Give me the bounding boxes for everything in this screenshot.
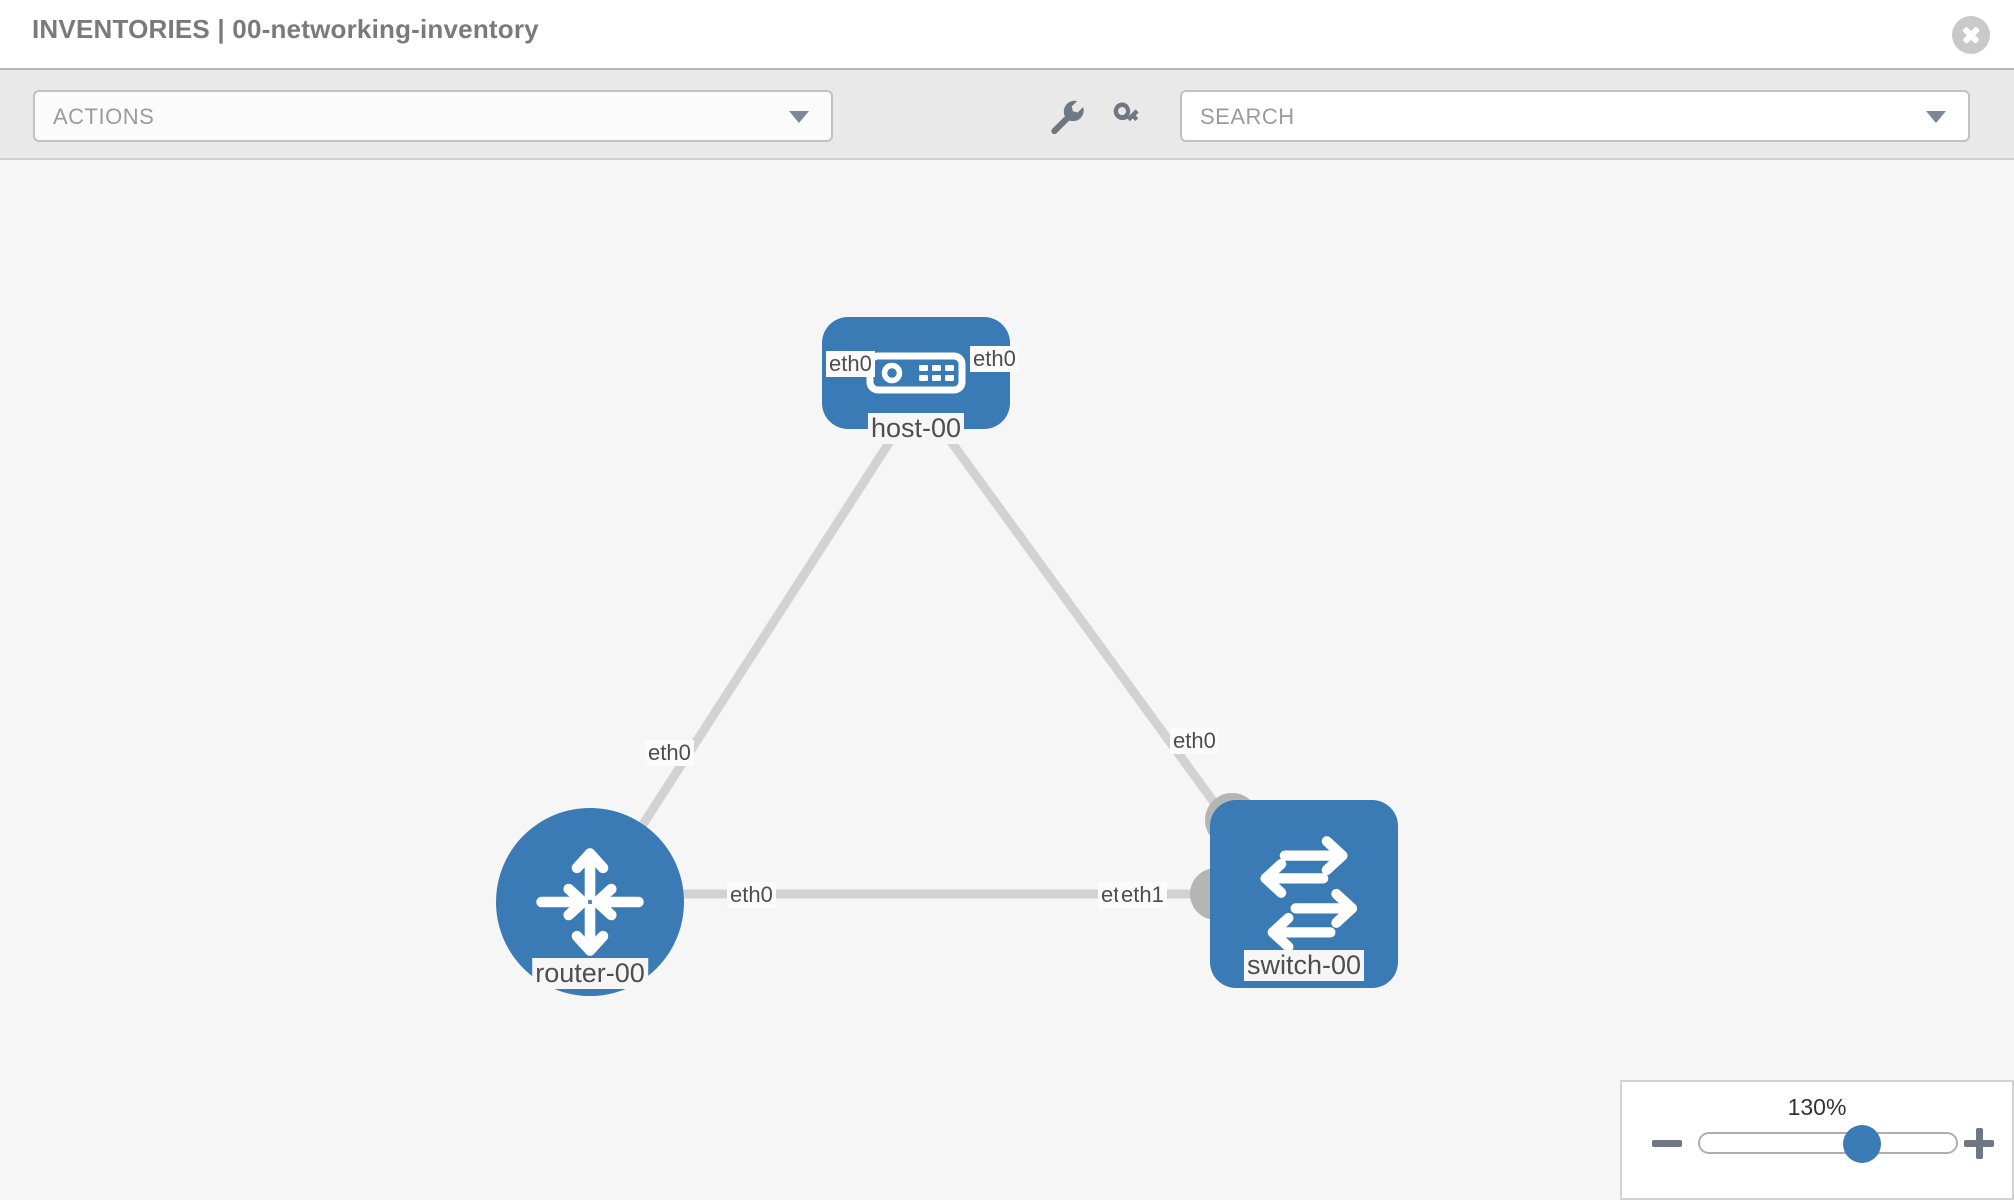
edge-label-router-eth0-right[interactable]: eth0 bbox=[727, 882, 776, 908]
minus-icon[interactable] bbox=[1650, 1126, 1684, 1160]
actions-dropdown[interactable]: ACTIONS bbox=[33, 90, 833, 142]
link-host-switch[interactable] bbox=[940, 429, 1260, 863]
router-00-label: router-00 bbox=[532, 958, 648, 989]
page-title: INVENTORIES | 00-networking-inventory bbox=[32, 14, 539, 44]
edge-label-switch-eth0-up[interactable]: eth0 bbox=[1170, 728, 1219, 754]
topology-node-host-00[interactable]: host-00 bbox=[822, 317, 1010, 444]
link-router-host[interactable] bbox=[616, 429, 900, 863]
toolbar-icon-group bbox=[1040, 90, 1160, 142]
topology-graph bbox=[538, 330, 1260, 920]
close-icon[interactable] bbox=[1952, 16, 1990, 54]
topology-node-switch-00[interactable]: switch-00 bbox=[1210, 800, 1398, 988]
edge-label-router-eth0-up[interactable]: eth0 bbox=[645, 740, 694, 766]
topology-links bbox=[616, 429, 1260, 899]
key-icon[interactable] bbox=[1102, 90, 1154, 142]
plus-icon[interactable] bbox=[1962, 1126, 1996, 1160]
actions-dropdown-label: ACTIONS bbox=[53, 104, 155, 129]
wrench-icon[interactable] bbox=[1040, 90, 1092, 142]
zoom-control: 130% bbox=[1620, 1080, 2014, 1200]
topology-canvas[interactable]: host-00 bbox=[0, 160, 2014, 1200]
edge-label-switch-eth1-left[interactable]: eth1 bbox=[1118, 882, 1167, 908]
switch-00-label: switch-00 bbox=[1243, 950, 1365, 981]
host-00-label: host-00 bbox=[867, 413, 965, 444]
zoom-slider-track[interactable] bbox=[1698, 1125, 1958, 1163]
router-arrows-icon bbox=[536, 848, 644, 956]
search-input-placeholder: SEARCH bbox=[1200, 104, 1295, 129]
chevron-down-icon bbox=[1926, 111, 1946, 123]
toolbar: ACTIONS SEARCH bbox=[0, 68, 2014, 160]
page-header: INVENTORIES | 00-networking-inventory bbox=[0, 0, 2014, 68]
zoom-level-value: 130% bbox=[1787, 1094, 1847, 1120]
switch-arrows-icon bbox=[1260, 836, 1358, 952]
search-input[interactable]: SEARCH bbox=[1180, 90, 1970, 142]
chevron-down-icon bbox=[789, 111, 809, 123]
server-device-icon bbox=[866, 352, 966, 394]
edge-label-host-eth0-right[interactable]: eth0 bbox=[970, 346, 1019, 372]
topology-node-router-00[interactable]: router-00 bbox=[496, 808, 684, 996]
edge-label-host-eth0-left[interactable]: eth0 bbox=[826, 351, 875, 377]
zoom-slider-thumb[interactable] bbox=[1843, 1125, 1881, 1163]
host-00-shape[interactable] bbox=[822, 317, 1010, 429]
